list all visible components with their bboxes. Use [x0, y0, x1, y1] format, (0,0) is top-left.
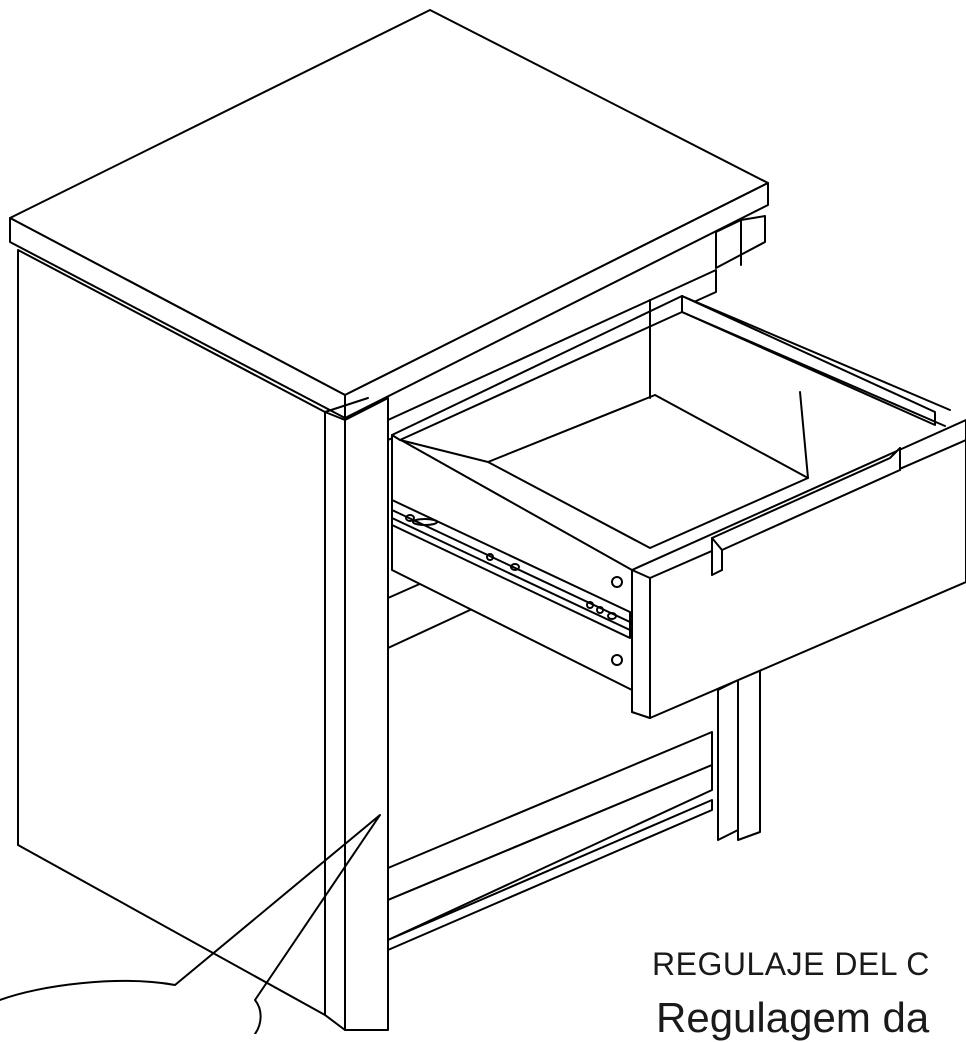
callout-bubble	[0, 814, 381, 1034]
caption-spanish: REGULAJE DEL C	[652, 946, 930, 982]
table-top	[9, 9, 769, 419]
front-left-leg	[324, 397, 389, 1031]
caption-portuguese: Regulagem da	[656, 994, 930, 1041]
lower-stretcher	[387, 574, 713, 951]
drawer-slide	[391, 499, 631, 639]
drawer-front	[631, 419, 966, 719]
screw-hole-icon	[611, 576, 623, 666]
